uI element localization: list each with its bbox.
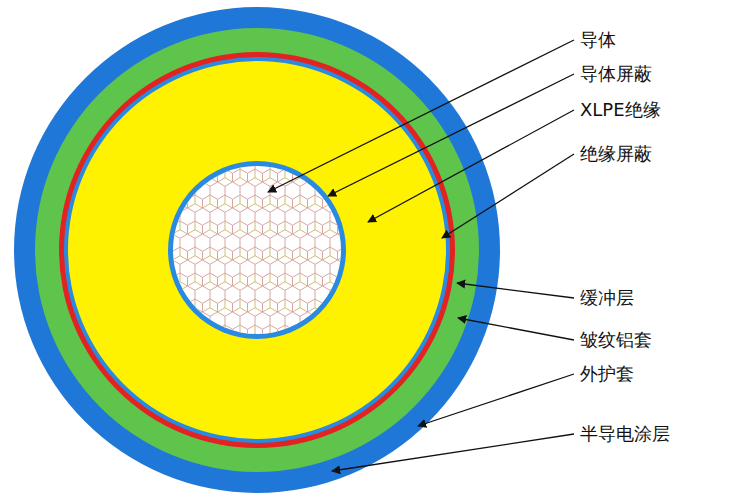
outer-sheath: [35, 28, 479, 472]
part-label: 导体: [578, 29, 618, 51]
conductor-strands: [170, 163, 345, 338]
leader-lines: [268, 40, 574, 471]
part-label: XLPE绝缘: [578, 99, 663, 121]
semiconductive-coating: [14, 7, 500, 493]
part-label: 导体屏蔽: [578, 63, 654, 85]
part-label: 皱纹铝套: [578, 329, 654, 351]
part-label: 缓冲层: [578, 287, 636, 309]
corrugated-aluminium-sheath: [59, 52, 455, 448]
conductor-screen: [168, 161, 346, 339]
buffer-layer: [64, 57, 450, 443]
part-label: 半导电涂层: [578, 423, 672, 445]
xlpe-insulation: [68, 61, 446, 439]
part-label: 绝缘屏蔽: [578, 143, 654, 165]
part-label: 外护套: [578, 363, 636, 385]
